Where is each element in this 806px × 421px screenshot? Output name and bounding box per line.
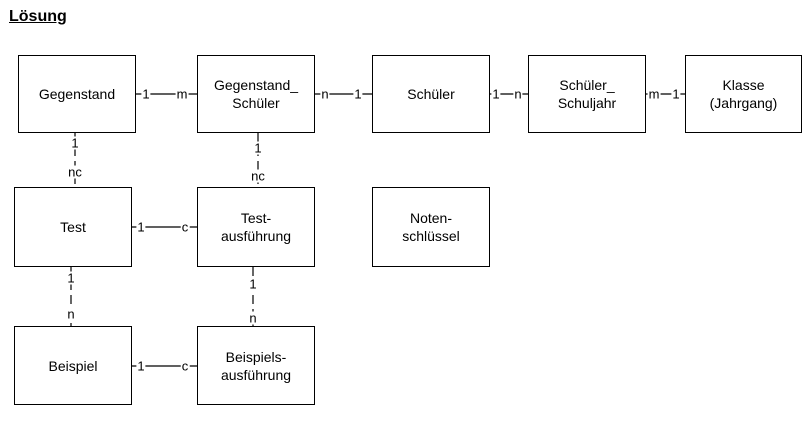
card-ss-klasse-from: m bbox=[647, 86, 661, 102]
card-test-beispiel-from: 1 bbox=[66, 270, 76, 286]
page-title: Lösung bbox=[9, 8, 67, 25]
card-schueler-ss-to: n bbox=[513, 86, 523, 102]
card-testausf-beispielsausf-from: 1 bbox=[248, 276, 258, 292]
entity-beispielsausfuehrung: Beispiels- ausführung bbox=[197, 326, 315, 405]
card-testausf-beispielsausf-to: n bbox=[248, 310, 258, 326]
card-gegenstand-gs-from: 1 bbox=[141, 86, 151, 102]
entity-gegenstand: Gegenstand bbox=[18, 55, 136, 133]
entity-test: Test bbox=[14, 187, 132, 267]
card-gegenstand-gs-to: m bbox=[175, 86, 189, 102]
entity-schueler-schuljahr: Schüler_ Schuljahr bbox=[528, 55, 646, 133]
entity-schueler: Schüler bbox=[372, 55, 490, 133]
card-test-beispiel-to: n bbox=[66, 306, 76, 322]
card-test-testausf-to: c bbox=[180, 219, 190, 235]
entity-notenschluessel: Noten- schlüssel bbox=[372, 187, 490, 267]
card-test-testausf-from: 1 bbox=[136, 219, 146, 235]
card-gs-testausf-from: 1 bbox=[253, 140, 263, 156]
card-beispiel-beispielsausf-from: 1 bbox=[136, 358, 146, 374]
entity-klasse: Klasse (Jahrgang) bbox=[685, 55, 802, 133]
card-ss-klasse-to: 1 bbox=[671, 86, 681, 102]
entity-gegenstand-schueler: Gegenstand_ Schüler bbox=[197, 55, 315, 133]
card-gs-schueler-to: 1 bbox=[353, 86, 363, 102]
card-schueler-ss-from: 1 bbox=[491, 86, 501, 102]
entity-testausfuehrung: Test- ausführung bbox=[197, 187, 315, 267]
card-gegenstand-test-to: nc bbox=[67, 164, 83, 180]
card-gs-testausf-to: nc bbox=[250, 168, 266, 184]
entity-beispiel: Beispiel bbox=[14, 326, 132, 405]
card-gegenstand-test-from: 1 bbox=[70, 135, 80, 151]
card-gs-schueler-from: n bbox=[320, 86, 330, 102]
card-beispiel-beispielsausf-to: c bbox=[180, 358, 190, 374]
